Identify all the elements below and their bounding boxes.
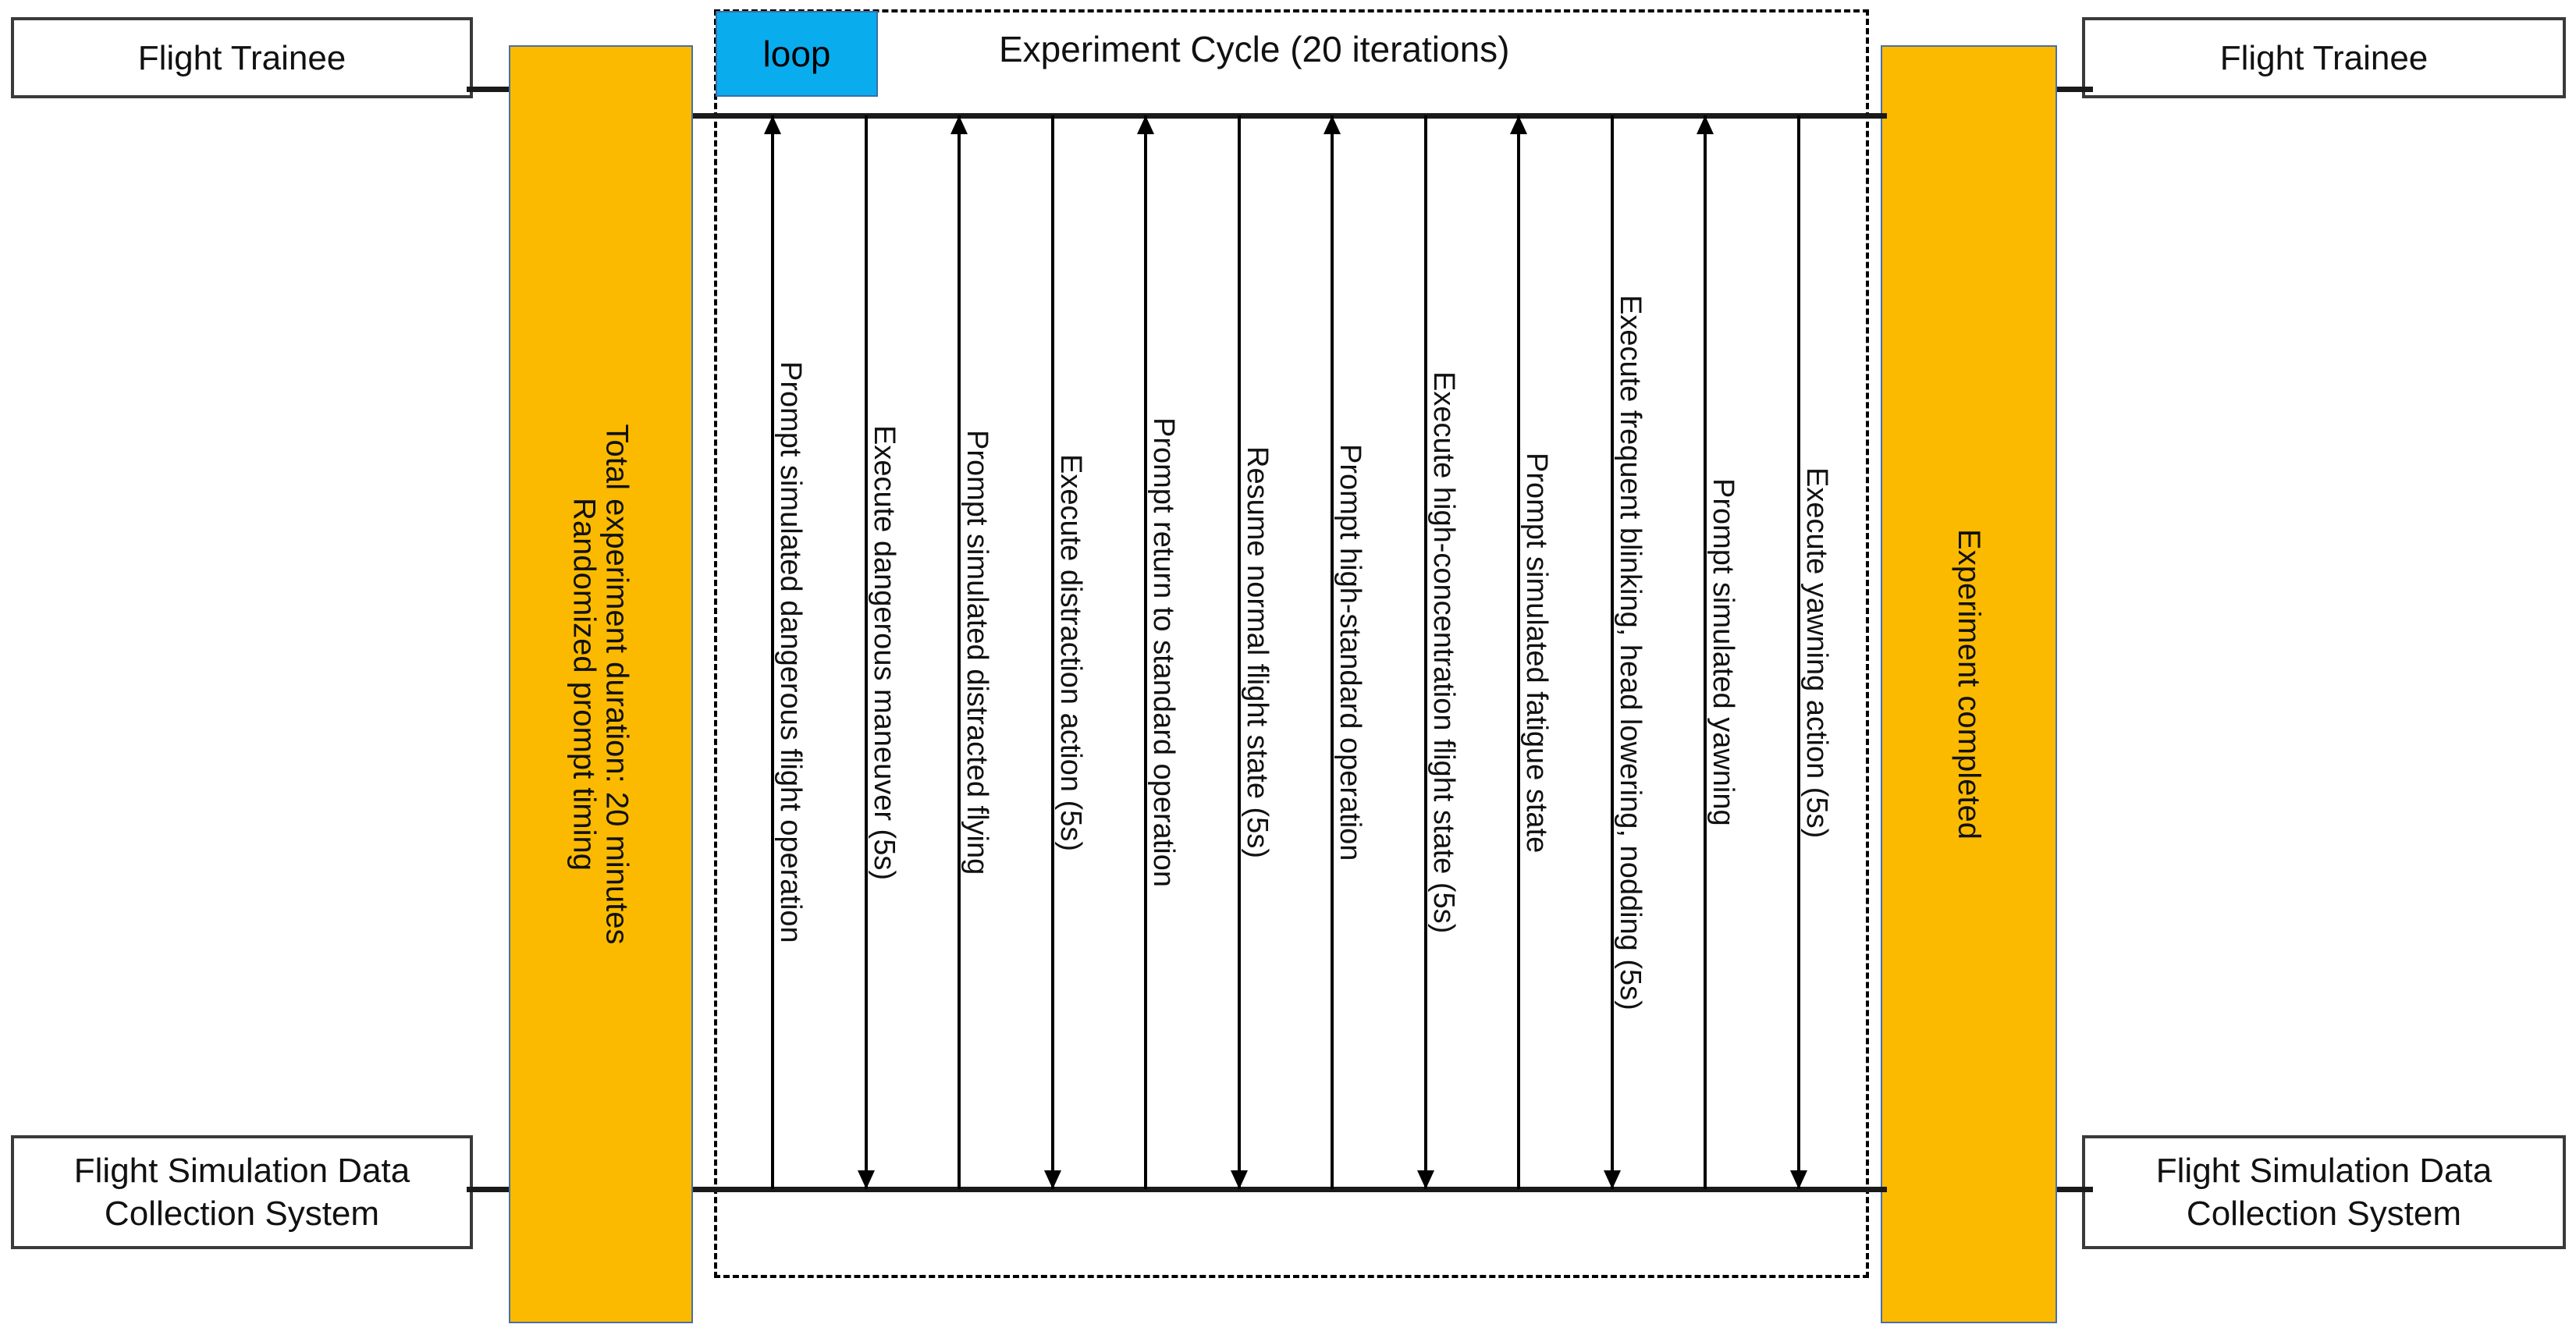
arrowhead-down-icon <box>1417 1170 1434 1189</box>
actor-label-line2: Collection System <box>2186 1195 2462 1233</box>
loop-tag-label: loop <box>762 34 831 74</box>
message-arrow[interactable] <box>1417 115 1434 1189</box>
actor-box-flight-trainee-left: Flight Trainee <box>11 17 473 98</box>
message-arrow-shaft <box>1051 115 1054 1189</box>
message-arrow-shaft <box>771 115 774 1189</box>
message-arrow[interactable] <box>858 115 875 1189</box>
lifeline-rail-bottom <box>693 1187 1887 1192</box>
activation-bar-left: Total experiment duration: 20 minutes Ra… <box>509 45 693 1323</box>
actor-label: Flight Trainee <box>2219 38 2429 77</box>
connector-left-top <box>467 87 510 92</box>
message-arrow[interactable] <box>1510 115 1527 1189</box>
activation-left-line1: Total experiment duration: 20 minutes <box>600 424 634 945</box>
message-label: Prompt simulated fatigue state <box>1520 453 1553 854</box>
actor-label-line1: Flight Simulation Data <box>73 1152 410 1190</box>
arrowhead-down-icon <box>1790 1170 1807 1189</box>
connector-right-bottom <box>2052 1187 2093 1192</box>
loop-fragment-tag: loop <box>716 11 878 97</box>
actor-box-flight-trainee-right: Flight Trainee <box>2082 17 2566 98</box>
message-arrow[interactable] <box>1137 115 1154 1189</box>
message-arrow[interactable] <box>1697 115 1714 1189</box>
message-arrow-shaft <box>1424 115 1427 1189</box>
message-label: Execute high-concentration flight state … <box>1427 371 1460 934</box>
message-arrow-shaft <box>1331 115 1334 1189</box>
message-label: Execute yawning action (5s) <box>1800 467 1833 839</box>
message-arrow[interactable] <box>1790 115 1807 1189</box>
arrowhead-up-icon <box>1510 115 1527 134</box>
connector-left-bottom <box>467 1187 510 1192</box>
activation-right-text: Experiment completed <box>1952 529 1986 840</box>
activation-left-text: Total experiment duration: 20 minutes Ra… <box>567 424 634 945</box>
actor-label-line1: Flight Simulation Data <box>2155 1152 2493 1190</box>
message-arrow-shaft <box>1611 115 1614 1189</box>
message-label: Execute distraction action (5s) <box>1054 454 1087 852</box>
message-label: Execute frequent blinking, head lowering… <box>1614 295 1647 1010</box>
message-arrow[interactable] <box>1044 115 1061 1189</box>
activation-bar-right: Experiment completed <box>1881 45 2057 1323</box>
arrowhead-up-icon <box>764 115 781 134</box>
message-label: Resume normal flight state (5s) <box>1241 446 1274 858</box>
message-label: Execute dangerous maneuver (5s) <box>868 425 901 880</box>
loop-fragment-frame <box>714 9 1869 1278</box>
message-arrow-shaft <box>1238 115 1241 1189</box>
message-arrow-shaft <box>1517 115 1520 1189</box>
arrowhead-down-icon <box>858 1170 875 1189</box>
actor-label: Flight Trainee <box>137 38 346 77</box>
connector-right-top <box>2052 87 2093 92</box>
arrowhead-up-icon <box>1324 115 1341 134</box>
message-label: Prompt return to standard operation <box>1147 417 1180 888</box>
message-arrow[interactable] <box>1604 115 1621 1189</box>
message-arrow-shaft <box>1704 115 1707 1189</box>
arrowhead-up-icon <box>1137 115 1154 134</box>
actor-label-line2: Collection System <box>104 1195 380 1233</box>
message-arrow-shaft <box>865 115 868 1189</box>
arrowhead-down-icon <box>1231 1170 1248 1189</box>
arrowhead-up-icon <box>950 115 968 134</box>
lifeline-rail-top <box>693 113 1887 119</box>
arrowhead-down-icon <box>1044 1170 1061 1189</box>
actor-box-data-collection-system-left: Flight Simulation Data Collection System <box>11 1135 473 1249</box>
arrowhead-up-icon <box>1697 115 1714 134</box>
message-arrow-shaft <box>1144 115 1147 1189</box>
activation-left-line2: Randomized prompt timing <box>567 498 602 871</box>
message-arrow[interactable] <box>1324 115 1341 1189</box>
message-arrow[interactable] <box>950 115 968 1189</box>
message-arrow[interactable] <box>1231 115 1248 1189</box>
loop-fragment-title: Experiment Cycle (20 iterations) <box>999 29 1510 69</box>
message-label: Prompt simulated dangerous flight operat… <box>774 361 807 943</box>
arrowhead-down-icon <box>1604 1170 1621 1189</box>
message-arrow-shaft <box>1797 115 1800 1189</box>
message-arrow[interactable] <box>764 115 781 1189</box>
message-label: Prompt high-standard operation <box>1334 444 1366 861</box>
actor-box-data-collection-system-right: Flight Simulation Data Collection System <box>2082 1135 2566 1249</box>
message-label: Prompt simulated distracted flying <box>961 430 993 875</box>
activation-right-line1: Experiment completed <box>1952 529 1986 840</box>
message-arrow-shaft <box>958 115 961 1189</box>
message-label: Prompt simulated yawning <box>1707 478 1739 826</box>
